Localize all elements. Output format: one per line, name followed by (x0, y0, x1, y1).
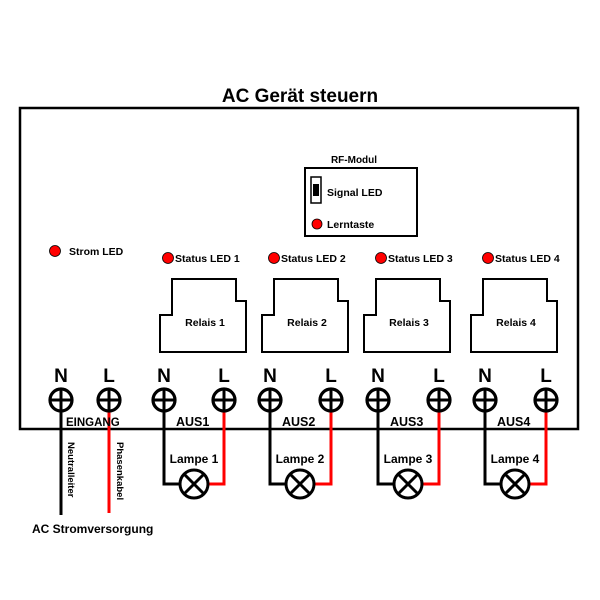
phase-output-wire (208, 411, 226, 486)
lamp-label: Lampe 4 (491, 452, 540, 466)
status-led-label: Status LED 2 (281, 253, 346, 265)
output-l-terminal-icon (211, 387, 237, 413)
status-led-icon (162, 252, 174, 264)
rf-module: RF-Modul Signal LED Lerntaste (304, 155, 418, 237)
lamp-icon (392, 468, 424, 500)
status-led-label: Status LED 3 (388, 253, 453, 265)
rf-module-title: RF-Modul (331, 155, 377, 166)
relay-box (261, 278, 349, 353)
output-l-label: L (433, 366, 445, 387)
output-l-terminal-icon (533, 387, 559, 413)
output-n-terminal-icon (151, 387, 177, 413)
neutral-output-wire (483, 411, 501, 486)
status-led-icon (375, 252, 387, 264)
rf-module-box (304, 167, 418, 237)
output-label: AUS2 (282, 415, 315, 429)
power-led-icon (49, 245, 61, 257)
relay-box (470, 278, 558, 353)
lamp-icon (284, 468, 316, 500)
relay-label: Relais 2 (287, 317, 327, 329)
output-n-label: N (478, 366, 492, 387)
relay-label: Relais 4 (496, 317, 536, 329)
relay-box (159, 278, 247, 353)
phase-output-wire (422, 411, 441, 486)
output-l-label: L (540, 366, 552, 387)
neutral-output-wire (162, 411, 180, 486)
status-led-icon (268, 252, 280, 264)
output-n-terminal-icon (472, 387, 498, 413)
input-l-label: L (103, 366, 115, 387)
output-n-label: N (371, 366, 385, 387)
phase-output-wire (314, 411, 333, 486)
power-supply-label: AC Stromversorgung (32, 522, 153, 536)
signal-led-icon (310, 176, 322, 204)
neutral-wire-label: Neutralleiter (65, 442, 76, 498)
input-n-label: N (54, 366, 68, 387)
diagram-title: AC Gerät steuern (222, 86, 378, 107)
output-label: AUS4 (497, 415, 530, 429)
output-n-label: N (263, 366, 277, 387)
relay-label: Relais 3 (389, 317, 429, 329)
phase-output-wire (529, 411, 548, 486)
relay-label: Relais 1 (185, 317, 225, 329)
lamp-icon (178, 468, 210, 500)
input-terminals: N L EINGANG Neutralleiter Phasenkabel (48, 366, 125, 515)
output-l-label: L (218, 366, 230, 387)
lamp-label: Lampe 2 (276, 452, 325, 466)
output-l-label: L (325, 366, 337, 387)
input-label: EINGANG (66, 417, 120, 429)
output-n-terminal-icon (257, 387, 283, 413)
output-n-label: N (157, 366, 171, 387)
lamp-icon (499, 468, 531, 500)
output-l-terminal-icon (318, 387, 344, 413)
output-label: AUS3 (390, 415, 423, 429)
controller-box (18, 106, 580, 431)
status-led-icon (482, 252, 494, 264)
phase-wire-label: Phasenkabel (114, 442, 125, 500)
lamp-label: Lampe 1 (170, 452, 219, 466)
learn-button-label: Lerntaste (327, 219, 374, 231)
output-l-terminal-icon (426, 387, 452, 413)
learn-button-led-icon (311, 218, 323, 230)
output-n-terminal-icon (365, 387, 391, 413)
neutral-output-wire (268, 411, 286, 486)
neutral-output-wire (376, 411, 394, 486)
status-led-label: Status LED 1 (175, 253, 240, 265)
input-l-terminal-icon (96, 387, 122, 413)
relay-box (363, 278, 451, 353)
status-led-label: Status LED 4 (495, 253, 560, 265)
power-led-label: Strom LED (69, 246, 124, 258)
signal-led-label: Signal LED (327, 187, 383, 199)
lamp-label: Lampe 3 (384, 452, 433, 466)
output-label: AUS1 (176, 415, 209, 429)
input-n-terminal-icon (48, 387, 74, 413)
